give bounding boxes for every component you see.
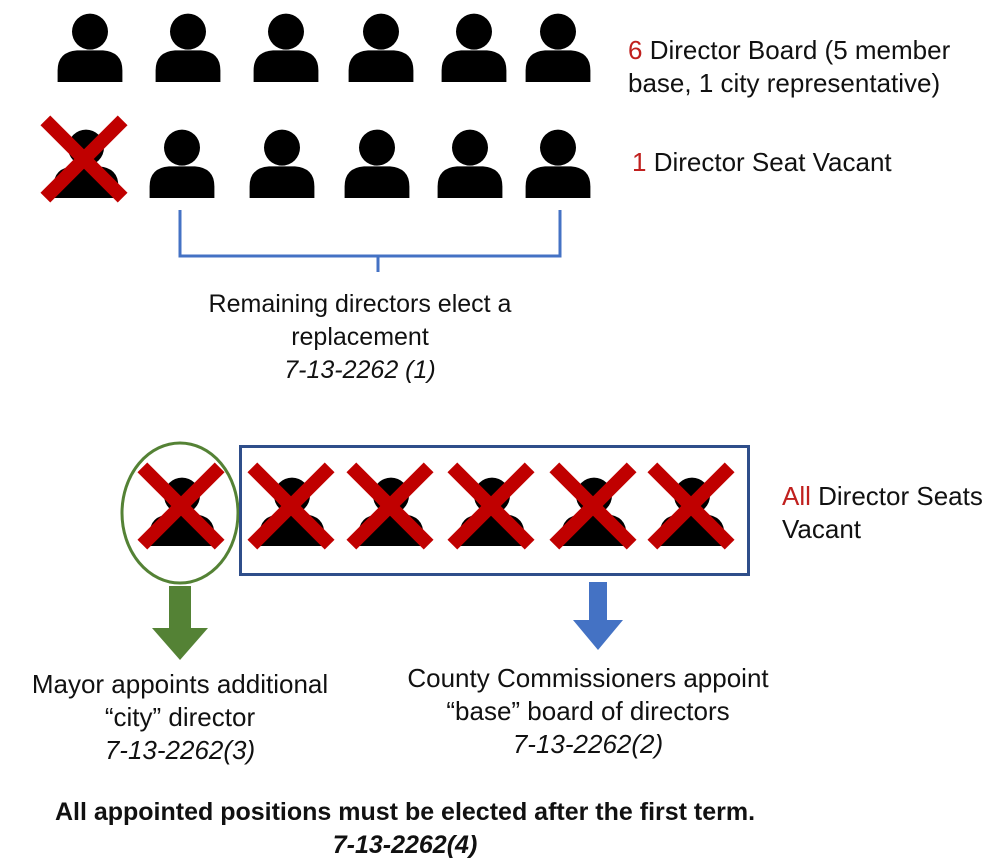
director-person-icon bbox=[345, 10, 417, 82]
county-down-arrow-icon bbox=[573, 582, 623, 650]
mayor-citation: 7-13-2262(3) bbox=[104, 735, 256, 765]
vacant-cross-icon bbox=[38, 113, 130, 205]
vacant-cross-icon bbox=[135, 460, 227, 552]
director-person-icon bbox=[152, 10, 224, 82]
remaining-directors-bracket bbox=[178, 210, 562, 272]
director-person-icon bbox=[434, 126, 506, 198]
director-person-icon bbox=[522, 10, 594, 82]
footer-note: All appointed positions must be elected … bbox=[10, 796, 800, 862]
director-person-icon bbox=[246, 126, 318, 198]
mayor-caption: Mayor appoints additional “city” directo… bbox=[0, 668, 360, 767]
one-vacant-label: 1 Director Seat Vacant bbox=[632, 147, 892, 177]
county-citation: 7-13-2262(2) bbox=[512, 729, 664, 759]
county-caption: County Commissioners appoint “base” boar… bbox=[378, 662, 798, 761]
vacant-cross-icon bbox=[344, 460, 436, 552]
city-seat-circle bbox=[120, 441, 240, 585]
vacant-cross-icon bbox=[245, 460, 337, 552]
vacant-cross-icon bbox=[547, 460, 639, 552]
vacant-cross-icon bbox=[445, 460, 537, 552]
vacant-cross-icon bbox=[645, 460, 737, 552]
director-person-icon bbox=[522, 126, 594, 198]
replacement-caption: Remaining directors elect a replacement … bbox=[160, 288, 560, 387]
director-person-icon bbox=[438, 10, 510, 82]
director-person-icon bbox=[54, 10, 126, 82]
base-board-box bbox=[239, 445, 750, 576]
all-vacant-word: All bbox=[782, 481, 811, 511]
full-board-count: 6 bbox=[628, 35, 643, 65]
full-board-label: 6 Director Board (5 member base, 1 city … bbox=[628, 35, 951, 98]
all-vacant-label: All Director Seats Vacant bbox=[782, 481, 983, 544]
director-person-icon bbox=[341, 126, 413, 198]
one-vacant-count: 1 bbox=[632, 147, 647, 177]
director-person-icon bbox=[146, 126, 218, 198]
replacement-citation: 7-13-2262 (1) bbox=[284, 356, 436, 384]
director-person-icon bbox=[250, 10, 322, 82]
footer-citation: 7-13-2262(4) bbox=[332, 831, 478, 859]
mayor-down-arrow-icon bbox=[152, 586, 208, 660]
